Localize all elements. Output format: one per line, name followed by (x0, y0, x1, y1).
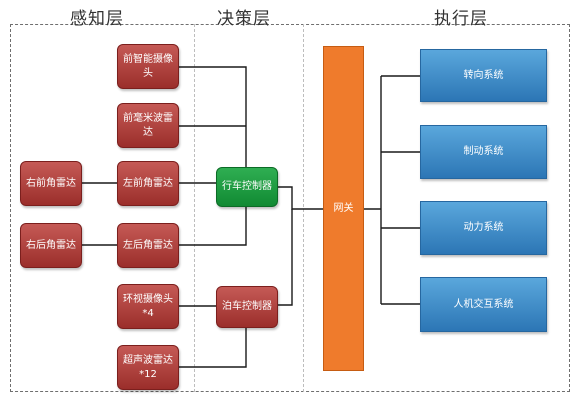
sensor-front-camera: 前智能摄像头 (117, 44, 179, 89)
system-steering: 转向系统 (420, 49, 547, 102)
connector-rear-left-radar (179, 207, 247, 246)
connector-parking-to-gateway (278, 209, 293, 306)
connector-ultrasonic (179, 328, 247, 368)
execution-layer-title: 执行层 (434, 9, 488, 29)
system-braking: 制动系统 (420, 125, 547, 179)
sensor-surround-camera: 环视摄像头*4 (117, 284, 179, 329)
driving-controller: 行车控制器 (216, 167, 278, 207)
sensor-front-mmwave: 前毫米波雷达 (117, 103, 179, 148)
gateway: 网关 (323, 46, 364, 371)
system-power: 动力系统 (420, 201, 547, 255)
sensor-front-left-radar: 左前角雷达 (117, 161, 179, 206)
perception-layer-title: 感知层 (70, 9, 124, 29)
sensor-rear-right-radar: 右后角雷达 (20, 223, 82, 268)
sensor-ultrasonic: 超声波雷达*12 (117, 345, 179, 390)
diagram-frame (10, 24, 570, 392)
sensor-rear-left-radar: 左后角雷达 (117, 223, 179, 268)
connector-driving-to-gateway (278, 186, 323, 210)
system-hmi: 人机交互系统 (420, 277, 547, 332)
layer-divider-2 (303, 24, 304, 392)
decision-layer-title: 决策层 (217, 9, 271, 29)
layer-divider-1 (194, 24, 195, 392)
sensor-front-right-radar: 右前角雷达 (20, 161, 82, 206)
parking-controller: 泊车控制器 (216, 286, 278, 328)
connector-front-camera (179, 66, 247, 167)
